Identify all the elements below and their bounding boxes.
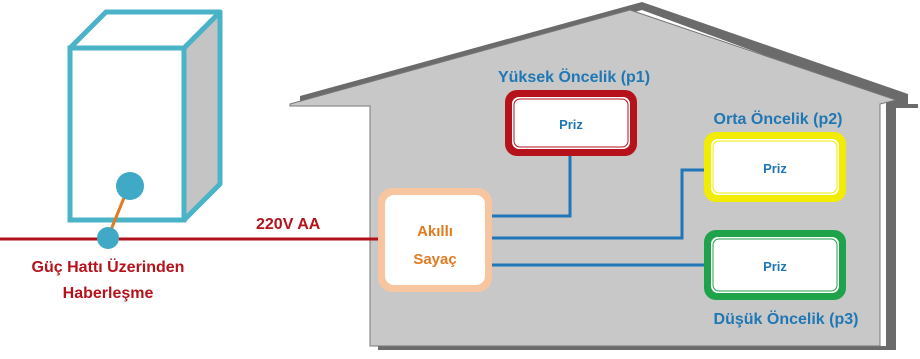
coupler-bottom-node — [97, 227, 119, 249]
smart-meter-inner — [385, 195, 485, 285]
mid-priority-title: Orta Öncelik (p2) — [714, 109, 843, 128]
smart-meter: Akıllı Sayaç — [378, 188, 492, 292]
utility-cabinet — [67, 9, 223, 223]
outlet-low-inner — [711, 237, 839, 293]
voltage-label: 220V AA — [256, 216, 321, 233]
outlet-low-label: Priz — [763, 259, 787, 274]
outlet-low-priority: Priz — [704, 230, 846, 300]
outlet-high-label: Priz — [559, 117, 583, 132]
outlet-mid-inner — [711, 139, 839, 195]
coupler-top-node — [116, 172, 144, 200]
outlet-high-ring — [513, 98, 629, 148]
wire-to-mid-priority — [490, 168, 712, 240]
outlet-high-inner — [512, 97, 630, 149]
plc-label-line1: Güç Hattı Üzerinden — [32, 257, 185, 276]
smart-meter-label-line1: Akıllı — [417, 223, 453, 240]
high-priority-title: Yüksek Öncelik (p1) — [498, 67, 650, 86]
outlet-mid-label: Priz — [763, 161, 787, 176]
outlet-mid-ring — [712, 140, 838, 194]
wire-to-high-priority — [490, 154, 572, 218]
outlet-low-ring — [712, 238, 838, 292]
outlet-high-priority: Priz — [505, 90, 637, 156]
low-priority-title: Düşük Öncelik (p3) — [714, 309, 859, 328]
plc-label-line2: Haberleşme — [63, 285, 154, 302]
smart-meter-label-line2: Sayaç — [413, 251, 456, 268]
outlet-mid-priority: Priz — [704, 132, 846, 202]
